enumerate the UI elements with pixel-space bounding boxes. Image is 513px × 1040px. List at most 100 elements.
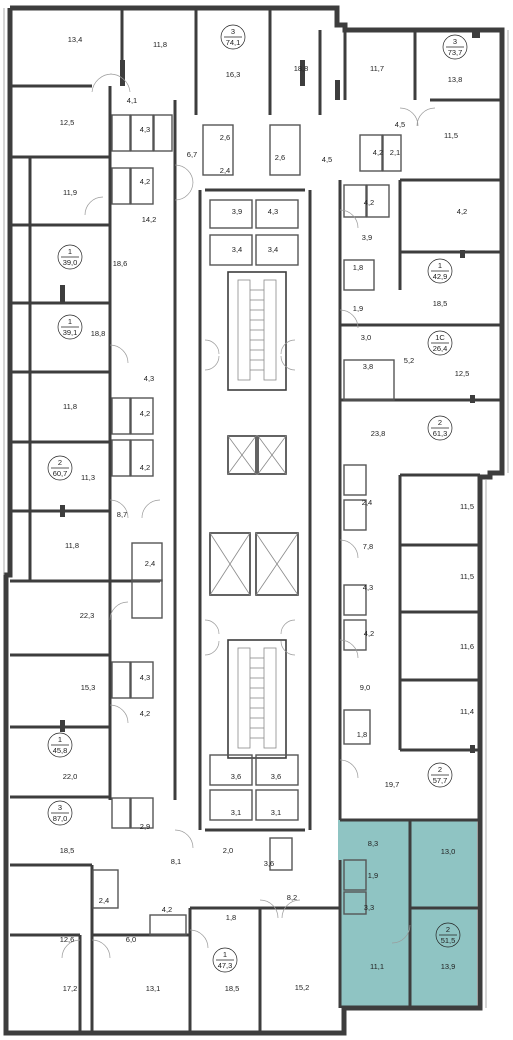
door-swings [61, 73, 436, 959]
room-area-label: 11,8 [65, 541, 79, 550]
room-area-label: 8,7 [117, 510, 127, 519]
apartment-rooms: 2 [58, 458, 62, 467]
apartment-label-apt-47[interactable]: 147,3 [212, 947, 238, 973]
room-area-label: 18,5 [225, 984, 240, 993]
room-area-label: 1,8 [226, 913, 236, 922]
apartment-label-apt-39b[interactable]: 139,1 [57, 314, 83, 340]
apartment-label-apt-73[interactable]: 373,7 [442, 34, 468, 60]
apartment-total-area: 42,9 [433, 272, 448, 281]
room-area-label: 11,1 [370, 962, 384, 971]
room-area-label: 3,9 [362, 233, 372, 242]
apartment-total-area: 60,7 [53, 469, 68, 478]
room-area-label: 3,4 [232, 245, 242, 254]
elevator-2 [257, 435, 287, 475]
room-area-label: 15,3 [81, 683, 96, 692]
room-area-label: 4,3 [144, 374, 154, 383]
stairwell-lower [227, 639, 287, 759]
apartment-marker-circle [435, 922, 461, 948]
apartment-label-apt-74[interactable]: 374,1 [220, 24, 246, 50]
room-area-label: 1,8 [357, 730, 367, 739]
building-core [209, 199, 299, 821]
apartment-total-area: 45,8 [53, 746, 68, 755]
room-area-label: 11,8 [63, 402, 77, 411]
stairwell-upper [227, 271, 287, 391]
room-area-label: 2,1 [390, 148, 400, 157]
apartment-rooms: 2 [438, 765, 442, 774]
apartment-label-apt-60[interactable]: 260,7 [47, 455, 73, 481]
room-area-label: 18,5 [60, 846, 75, 855]
room-area-label: 3,6 [264, 859, 274, 868]
room-area-label: 8,3 [368, 839, 378, 848]
apartment-total-area: 74,1 [226, 38, 241, 47]
room-area-label: 11,4 [460, 707, 474, 716]
apartment-rooms: 1 [58, 735, 62, 744]
room-area-label: 11,5 [444, 131, 458, 140]
room-area-label: 8,2 [287, 893, 297, 902]
apartment-total-area: 61,3 [433, 429, 448, 438]
apartment-label-apt-87[interactable]: 387,0 [47, 800, 73, 826]
apartment-label-apt-51[interactable]: 251,5 [435, 922, 461, 948]
highlighted-apartment[interactable] [338, 820, 477, 1007]
apartment-label-apt-57[interactable]: 257,7 [427, 762, 453, 788]
room-area-label: 4,2 [140, 709, 150, 718]
room-area-label: 3,4 [268, 245, 278, 254]
room-area-label: 11,9 [63, 188, 77, 197]
room-area-label: 7,8 [363, 542, 373, 551]
apartment-total-area: 39,1 [63, 328, 78, 337]
room-area-label: 11,3 [81, 473, 95, 482]
room-area-label: 11,6 [460, 642, 474, 651]
apartment-total-area: 57,7 [433, 776, 448, 785]
apartment-marker-circle [442, 34, 468, 60]
room-area-label: 3,0 [361, 333, 371, 342]
room-area-label: 18,8 [294, 64, 309, 73]
room-area-label: 18,6 [113, 259, 128, 268]
apartment-rooms: 1 [223, 950, 227, 959]
room-area-label: 13,8 [448, 75, 463, 84]
room-area-label: 4,3 [140, 125, 150, 134]
apartment-rooms: 1 [68, 247, 72, 256]
room-area-label: 2,4 [99, 896, 109, 905]
apartment-marker-circle [47, 732, 73, 758]
room-area-label: 19,7 [385, 780, 400, 789]
elevator-4 [255, 532, 299, 596]
room-area-label: 2,9 [140, 822, 150, 831]
room-area-label: 4,2 [140, 463, 150, 472]
room-area-label: 2,0 [223, 846, 233, 855]
elevator-3 [209, 532, 251, 596]
apartment-total-area: 73,7 [448, 48, 463, 57]
room-area-label: 4,2 [364, 198, 374, 207]
room-area-label: 1,9 [368, 871, 378, 880]
apartment-marker-circle [220, 24, 246, 50]
room-area-label: 4,3 [363, 583, 373, 592]
room-area-label: 15,2 [295, 983, 310, 992]
bathroom-fixtures [92, 114, 402, 936]
room-area-label: 11,7 [370, 64, 384, 73]
building-outline [3, 5, 509, 1036]
apartment-total-area: 87,0 [53, 814, 68, 823]
apartment-label-apt-42[interactable]: 142,9 [427, 258, 453, 284]
room-area-label: 4,2 [364, 629, 374, 638]
room-area-label: 22,3 [80, 611, 95, 620]
room-area-label: 3,6 [271, 772, 281, 781]
room-area-label: 3,1 [231, 808, 241, 817]
room-area-label: 13,1 [146, 984, 161, 993]
apartment-marker-circle [427, 330, 453, 356]
room-area-label: 4,2 [457, 207, 467, 216]
apartment-label-apt-61[interactable]: 261,3 [427, 415, 453, 441]
apartment-label-apt-45[interactable]: 145,8 [47, 732, 73, 758]
apartment-label-apt-39a[interactable]: 139,0 [57, 244, 83, 270]
room-area-label: 6,7 [187, 150, 197, 159]
apartment-marker-circle [47, 800, 73, 826]
room-area-label: 4,1 [127, 96, 137, 105]
room-area-label: 2,6 [275, 153, 285, 162]
room-area-label: 5,2 [404, 356, 414, 365]
room-area-label: 2,4 [362, 498, 372, 507]
room-area-label: 18,8 [91, 329, 106, 338]
apartment-rooms: 1 [438, 261, 442, 270]
room-area-label: 12,5 [455, 369, 470, 378]
apartment-total-area: 51,5 [441, 936, 456, 945]
apartment-marker-circle [427, 258, 453, 284]
